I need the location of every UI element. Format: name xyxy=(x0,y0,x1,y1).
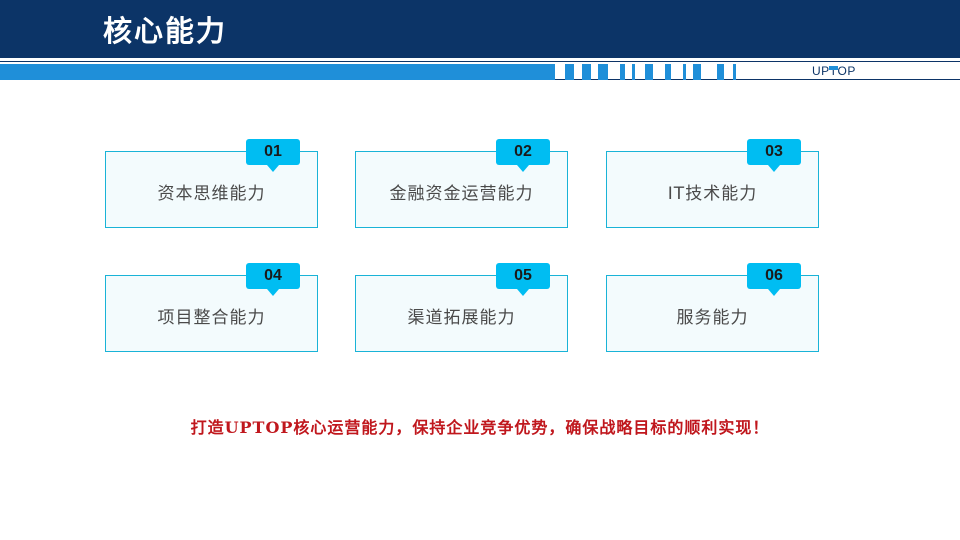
card-number-badge: 06 xyxy=(747,263,801,296)
accent-stripe xyxy=(565,64,574,80)
accent-stripe xyxy=(598,64,608,80)
capability-card-1: 01 资本思维能力 xyxy=(105,139,318,228)
card-label: 项目整合能力 xyxy=(157,308,266,328)
card-label: IT技术能力 xyxy=(667,184,758,204)
capability-card-3: 03 IT技术能力 xyxy=(606,139,819,228)
accent-stripe xyxy=(693,64,701,80)
page-title: 核心能力 xyxy=(103,14,228,48)
card-label: 渠道拓展能力 xyxy=(407,308,516,328)
header-rule xyxy=(0,61,960,62)
accent-stripe xyxy=(645,64,653,80)
brand-logo: UPTOP xyxy=(812,64,856,78)
accent-stripe xyxy=(632,64,635,80)
card-number-badge: 01 xyxy=(246,139,300,172)
card-number-badge: 05 xyxy=(496,263,550,296)
slogan-text: 打造UPTOP核心运营能力，保持企业竞争优势，确保战略目标的顺利实现！ xyxy=(190,418,770,437)
capability-card-2: 02 金融资金运营能力 xyxy=(355,139,568,228)
accent-bar xyxy=(0,64,555,80)
card-label: 服务能力 xyxy=(676,308,749,328)
accent-stripe xyxy=(683,64,686,80)
capability-card-4: 04 项目整合能力 xyxy=(105,263,318,352)
logo-text: T xyxy=(828,64,838,78)
capability-card-6: 06 服务能力 xyxy=(606,263,819,352)
card-label: 金融资金运营能力 xyxy=(389,184,534,204)
accent-stripe xyxy=(620,64,625,80)
logo-text: OP xyxy=(837,64,856,78)
accent-rule xyxy=(555,79,960,80)
logo-text: UP xyxy=(812,64,830,78)
card-number-badge: 03 xyxy=(747,139,801,172)
accent-stripe xyxy=(733,64,736,80)
card-label: 资本思维能力 xyxy=(157,184,266,204)
capability-card-5: 05 渠道拓展能力 xyxy=(355,263,568,352)
accent-stripe xyxy=(717,64,724,80)
accent-stripe xyxy=(665,64,671,80)
accent-stripe xyxy=(582,64,591,80)
card-number-badge: 02 xyxy=(496,139,550,172)
header-bar: 核心能力 xyxy=(0,0,960,58)
card-number-badge: 04 xyxy=(246,263,300,296)
